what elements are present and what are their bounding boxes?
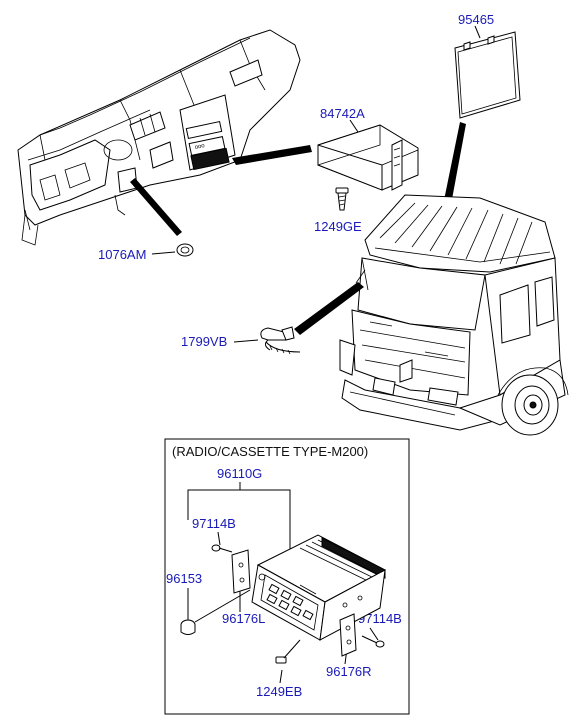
screw-97114b-right [361, 635, 385, 648]
bracket-96176r [339, 613, 357, 657]
grommet-1076am [176, 243, 194, 257]
tray-84742a [317, 124, 419, 191]
label-bolt: 1249EB [256, 684, 302, 699]
label-bracket-right: 96176R [326, 664, 372, 679]
knob-96153 [180, 589, 251, 635]
dashboard-illustration: ooo [17, 29, 301, 246]
leader-cover-to-truck [442, 122, 466, 210]
screw-1249ge [335, 187, 349, 211]
bracket-96176l [231, 549, 251, 594]
bolt-1249eb [275, 639, 301, 664]
inset-frame [164, 438, 410, 715]
label-bracket-left: 96176L [222, 611, 265, 626]
label-screw-tray: 1249GE [314, 219, 362, 234]
leader-dash-to-grommet [130, 178, 182, 236]
radio-cassette-unit [251, 534, 387, 641]
label-grommet: 1076AM [98, 247, 146, 262]
svg-text:ooo: ooo [194, 143, 206, 151]
strap-1799vb [260, 326, 301, 355]
inset-caption: (RADIO/CASSETTE TYPE-M200) [172, 444, 368, 459]
label-knob: 96153 [166, 571, 202, 586]
cover-95465 [454, 31, 521, 119]
label-screw-left: 97114B [192, 516, 236, 531]
label-cover: 95465 [458, 12, 494, 27]
leader-dash-to-tray [232, 145, 312, 165]
label-tray: 84742A [320, 106, 365, 121]
leader-truck-to-strap [294, 282, 364, 335]
truck-cab-illustration [339, 194, 569, 436]
label-screw-right: 97114B [358, 611, 402, 626]
screw-97114b-left [211, 544, 233, 553]
label-strap: 1799VB [181, 334, 227, 349]
label-audio: 96110G [217, 466, 262, 481]
